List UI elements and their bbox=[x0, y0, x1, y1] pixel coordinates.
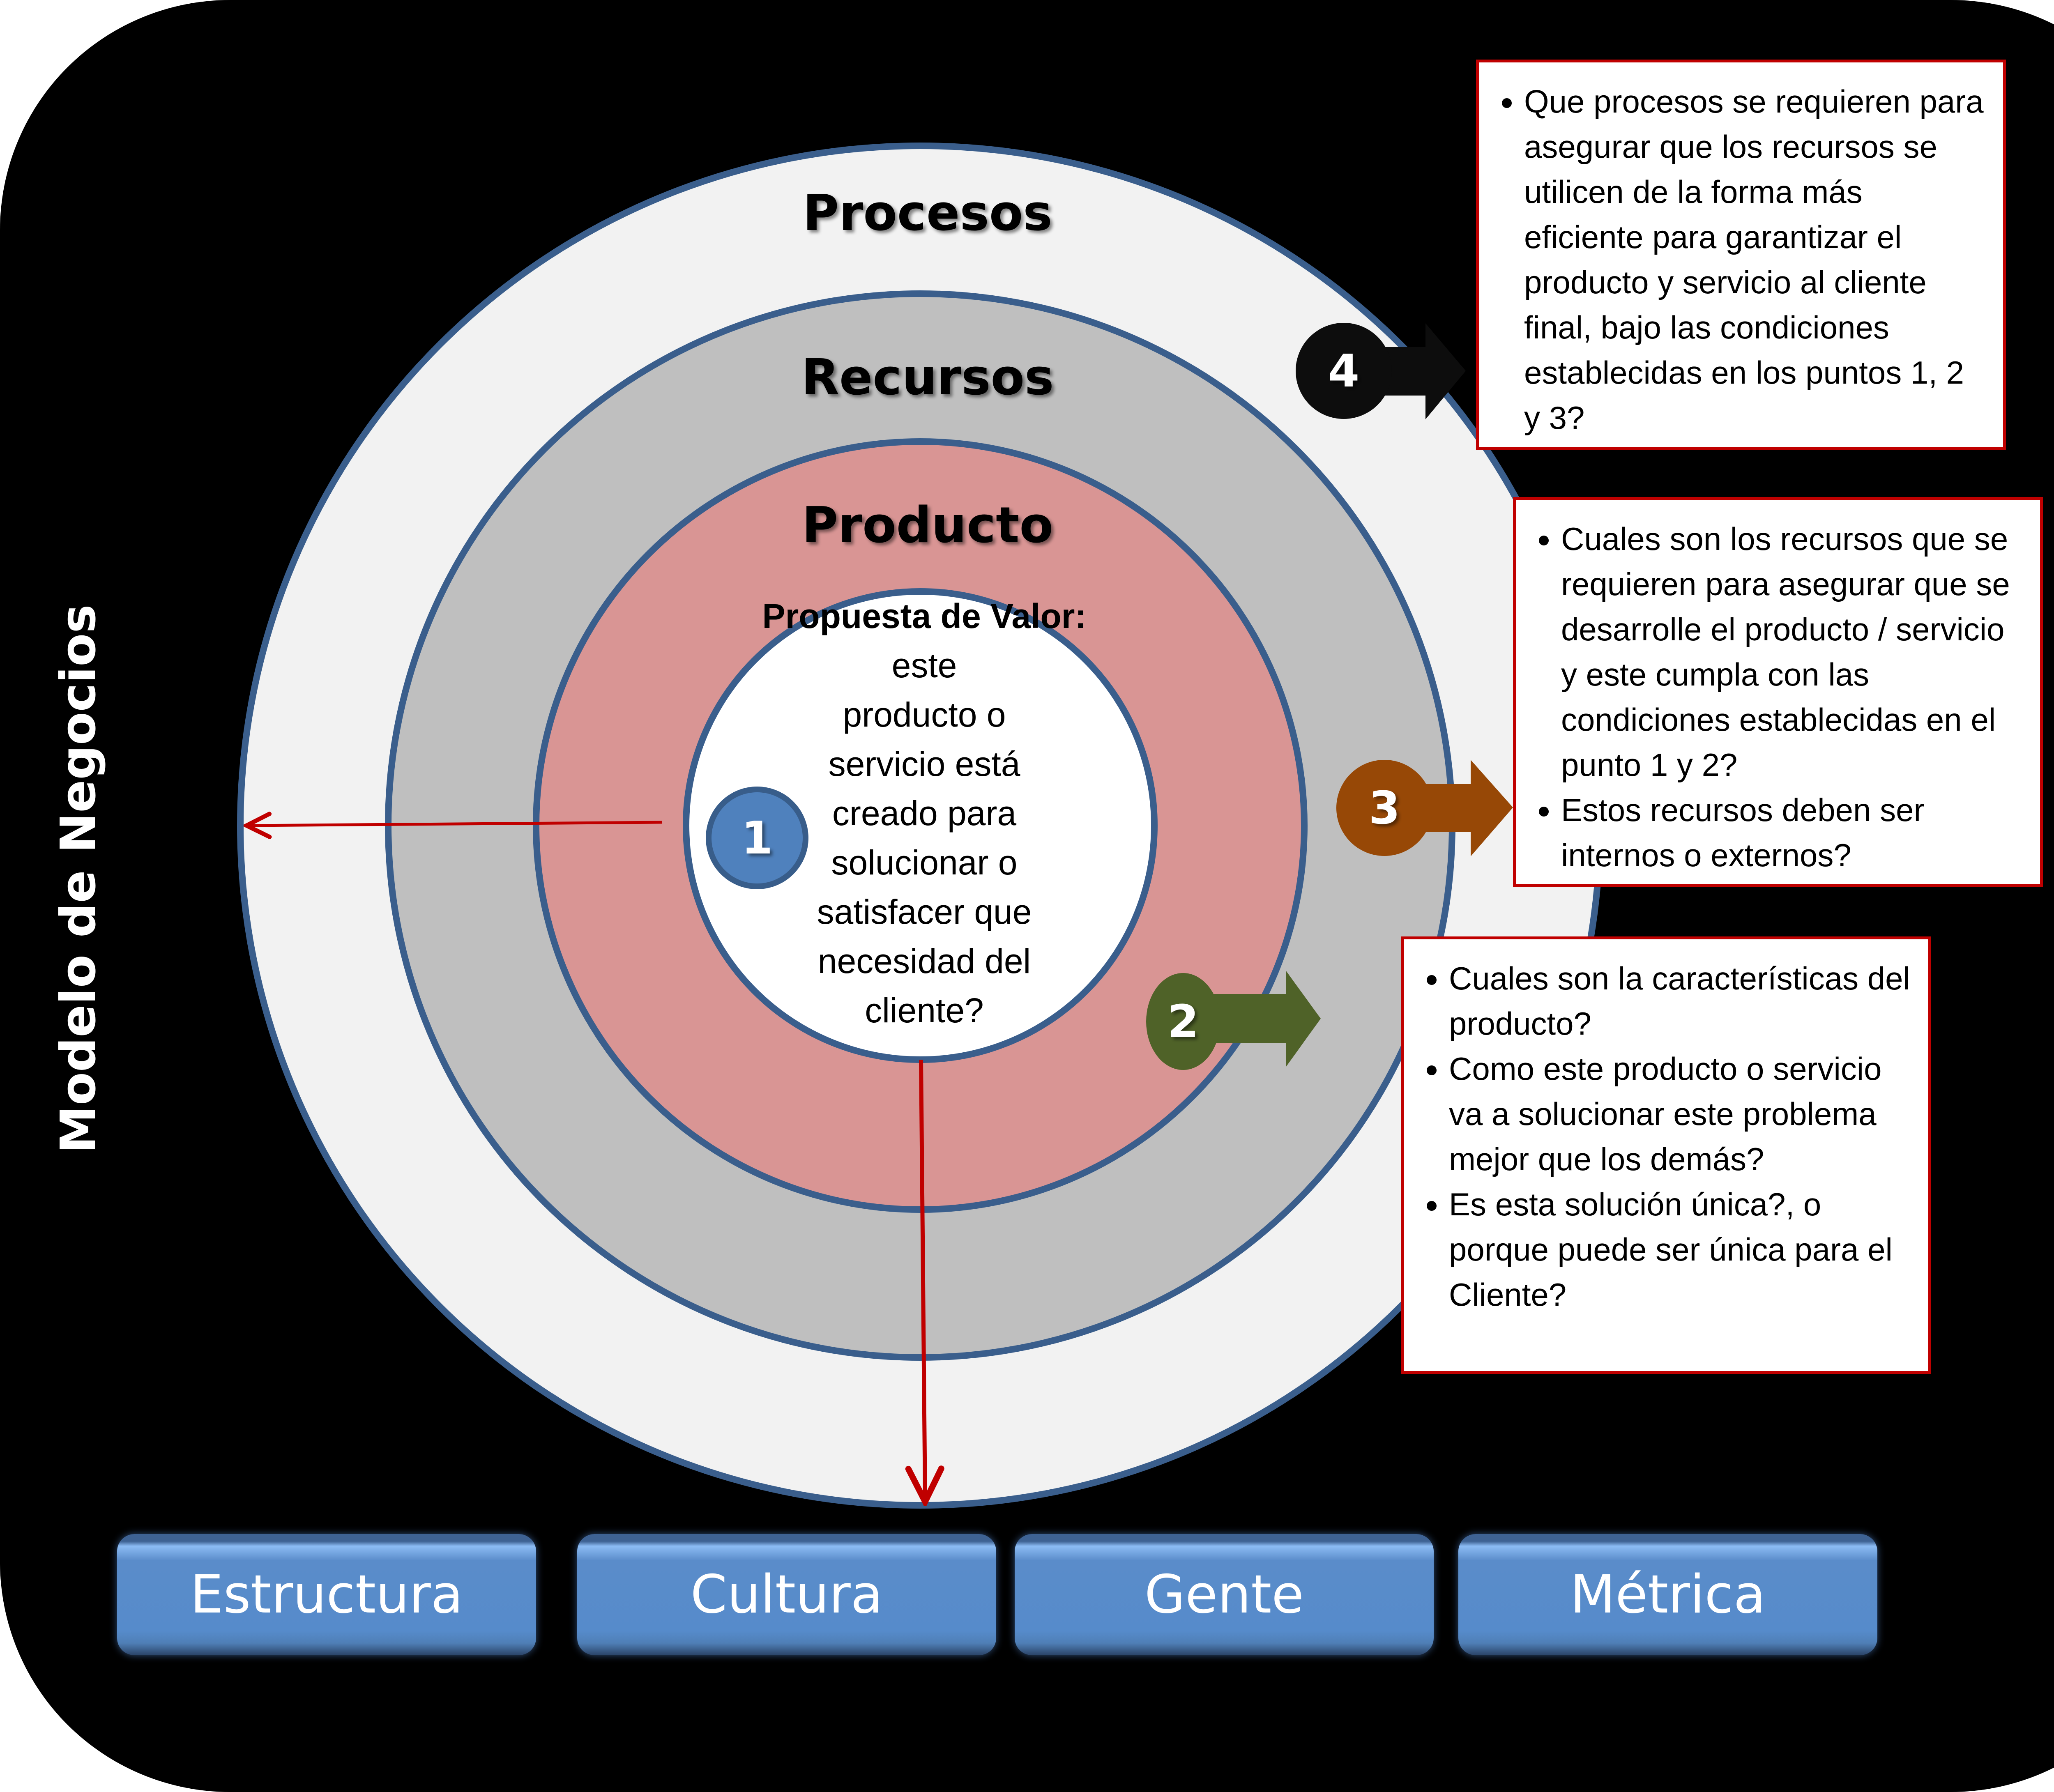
core-line: producto o bbox=[843, 695, 1006, 734]
core-line: solucionar o bbox=[831, 843, 1018, 882]
ring-label-procesos: Procesos bbox=[803, 185, 1052, 242]
left-connector-arrow bbox=[246, 822, 663, 826]
question-item: Estos recursos deben ser internos o exte… bbox=[1561, 787, 2024, 878]
badge-1: 1 bbox=[706, 787, 808, 889]
question-item: Que procesos se requieren para asegurar … bbox=[1524, 79, 1987, 440]
pillar-button-estructura[interactable]: Estructura bbox=[117, 1534, 536, 1655]
badge-4-circle bbox=[1296, 323, 1392, 419]
badge-2-arrow: 2 bbox=[1146, 971, 1321, 1070]
badge-2-number: 2 bbox=[1167, 995, 1199, 1048]
arrow-right-icon bbox=[1380, 323, 1466, 419]
core-text: Propuesta de Valor: este producto o serv… bbox=[760, 591, 1089, 1035]
down-connector-arrow bbox=[921, 1059, 925, 1502]
question-box-producto: Cuales son la características del produc… bbox=[1401, 936, 1931, 1374]
question-item: Cuales son la características del produc… bbox=[1449, 956, 1911, 1046]
question-item: Como este producto o servicio va a soluc… bbox=[1449, 1046, 1911, 1182]
core-heading: Propuesta de Valor: bbox=[762, 597, 1087, 635]
core-line: cliente? bbox=[865, 991, 984, 1030]
core-line: creado para bbox=[832, 794, 1017, 833]
arrow-right-icon bbox=[1191, 971, 1321, 1067]
core-line: necesidad del bbox=[817, 942, 1031, 980]
question-item: Es esta solución única?, o porque puede … bbox=[1449, 1182, 1911, 1317]
core-line: satisfacer que bbox=[817, 893, 1032, 931]
badge-3-number: 3 bbox=[1369, 782, 1400, 834]
pillar-button-metrica[interactable]: Métrica bbox=[1458, 1534, 1877, 1655]
ring-label-producto: Producto bbox=[802, 497, 1053, 554]
badge-3-arrow: 3 bbox=[1336, 760, 1513, 856]
badge-1-circle bbox=[706, 787, 808, 889]
core-propuesta-de-valor bbox=[683, 588, 1158, 1063]
badge-1-number: 1 bbox=[741, 812, 773, 864]
ring-label-recursos: Recursos bbox=[801, 349, 1054, 406]
badge-4-arrow: 4 bbox=[1296, 323, 1466, 419]
badge-4-number: 4 bbox=[1328, 345, 1360, 397]
pillar-button-gente[interactable]: Gente bbox=[1015, 1534, 1434, 1655]
question-box-procesos: Que procesos se requieren para asegurar … bbox=[1476, 60, 2006, 450]
core-line: servicio está bbox=[828, 745, 1020, 783]
core-line: este bbox=[891, 646, 957, 685]
question-box-recursos: Cuales son los recursos que se requieren… bbox=[1513, 497, 2043, 887]
diagram-title: Modelo de Negocios bbox=[50, 604, 106, 1154]
badge-3-circle bbox=[1336, 760, 1432, 856]
question-item: Cuales son los recursos que se requieren… bbox=[1561, 516, 2024, 787]
badge-2-circle bbox=[1146, 973, 1220, 1070]
pillar-button-cultura[interactable]: Cultura bbox=[577, 1534, 996, 1655]
arrow-right-icon bbox=[1413, 760, 1513, 856]
